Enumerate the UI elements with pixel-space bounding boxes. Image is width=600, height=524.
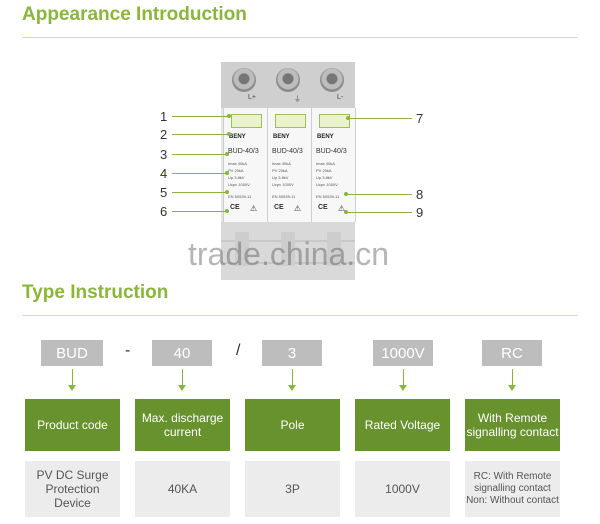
callout-8: 8 xyxy=(416,187,424,202)
terminal-label: L- xyxy=(337,94,344,101)
ce-mark-icon: CE xyxy=(318,204,328,211)
warning-icon: ⚠ xyxy=(338,204,346,213)
separator-dash: - xyxy=(125,342,131,359)
spec-line: PV 20kA xyxy=(272,168,288,173)
code-box-1000v: 1000V xyxy=(373,340,433,366)
brand-label: BENY xyxy=(317,134,334,140)
spec-line: Ucpv 1000V xyxy=(316,182,338,187)
model-label: BUD-40/3 xyxy=(316,148,347,155)
brand-label: BENY xyxy=(273,134,290,140)
brand-label: BENY xyxy=(229,134,246,140)
field-value-product-code: PV DC Surge Protection Device xyxy=(25,461,120,517)
terminal-screw-icon xyxy=(232,68,256,92)
separator-slash: / xyxy=(236,342,241,359)
spec-line: Up 3.8kV xyxy=(272,175,289,180)
callout-2: 2 xyxy=(160,127,168,142)
status-window xyxy=(231,114,262,128)
standard-label: EN 50539-11 xyxy=(272,194,296,199)
field-value-remote-contact: RC: With Remote signalling contact Non: … xyxy=(465,461,560,517)
ce-mark-icon: CE xyxy=(274,204,284,211)
arrow-down-icon xyxy=(288,385,296,391)
appearance-heading: Appearance Introduction xyxy=(22,4,247,25)
warning-icon: ⚠ xyxy=(294,204,302,213)
terminal-strip: L+ ⏚ L- xyxy=(221,62,355,108)
callout-6: 6 xyxy=(160,204,168,219)
field-name-pole: Pole xyxy=(245,399,340,451)
code-box-3: 3 xyxy=(262,340,322,366)
callout-3: 3 xyxy=(160,147,168,162)
pole-module: BENY BUD-40/3 Imax 40kA PV 20kA Up 3.8kV… xyxy=(223,108,268,222)
arrow-down-icon xyxy=(508,385,516,391)
code-box-rc: RC xyxy=(482,340,542,366)
field-value-pole: 3P xyxy=(245,461,340,517)
status-window xyxy=(319,114,350,128)
standard-label: EN 50539-11 xyxy=(316,194,340,199)
surge-protector-illustration: L+ ⏚ L- BENY BUD-40/3 Imax 40kA PV 20kA … xyxy=(221,62,356,280)
callout-1: 1 xyxy=(160,109,168,124)
callout-9: 9 xyxy=(416,205,424,220)
type-heading: Type Instruction xyxy=(22,282,169,303)
spec-line: Up 3.8kV xyxy=(316,175,333,180)
pole-module: BENY BUD-40/3 Imax 40kA PV 20kA Up 3.8kV… xyxy=(311,108,356,222)
model-label: BUD-40/3 xyxy=(228,148,259,155)
code-box-40: 40 xyxy=(152,340,212,366)
terminal-screw-icon xyxy=(320,68,344,92)
spec-line: PV 20kA xyxy=(316,168,332,173)
callout-4: 4 xyxy=(160,166,168,181)
spec-line: Imax 40kA xyxy=(272,161,291,166)
field-value-discharge-current: 40KA xyxy=(135,461,230,517)
ground-icon: ⏚ xyxy=(294,96,301,103)
status-window xyxy=(275,114,306,128)
watermark: trade.china.cn xyxy=(188,236,390,272)
spec-line: Imax 40kA xyxy=(228,161,247,166)
terminal-screw-icon xyxy=(276,68,300,92)
warning-icon: ⚠ xyxy=(250,204,258,213)
arrow-down-icon xyxy=(399,385,407,391)
pole-module: BENY BUD-40/3 Imax 40kA PV 20kA Up 3.8kV… xyxy=(267,108,312,222)
callout-7: 7 xyxy=(416,111,424,126)
model-label: BUD-40/3 xyxy=(272,148,303,155)
ce-mark-icon: CE xyxy=(230,204,240,211)
standard-label: EN 50539-11 xyxy=(228,194,252,199)
field-value-rated-voltage: 1000V xyxy=(355,461,450,517)
arrow-down-icon xyxy=(68,385,76,391)
callout-5: 5 xyxy=(160,185,168,200)
terminal-label: L+ xyxy=(248,94,256,101)
field-name-discharge-current: Max. discharge current xyxy=(135,399,230,451)
field-name-product-code: Product code xyxy=(25,399,120,451)
appearance-divider xyxy=(22,37,578,38)
field-name-remote-contact: With Remote signalling contact xyxy=(465,399,560,451)
spec-line: Ucpv 1000V xyxy=(228,182,250,187)
spec-line: Imax 40kA xyxy=(316,161,335,166)
din-rail-base xyxy=(221,222,355,280)
code-box-bud: BUD xyxy=(41,340,103,366)
spec-line: Up 3.8kV xyxy=(228,175,245,180)
spec-line: PV 20kA xyxy=(228,168,244,173)
field-name-rated-voltage: Rated Voltage xyxy=(355,399,450,451)
type-divider xyxy=(22,315,578,316)
spec-line: Ucpv 1000V xyxy=(272,182,294,187)
arrow-down-icon xyxy=(178,385,186,391)
